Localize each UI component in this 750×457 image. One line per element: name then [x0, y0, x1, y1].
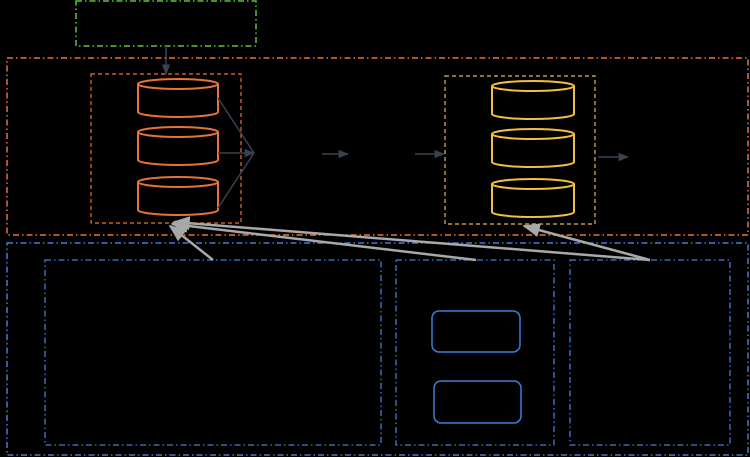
- database-icon-b1: [491, 80, 575, 120]
- db-cluster-b: [444, 75, 596, 225]
- database-icon-a1: [137, 78, 219, 118]
- feedback-arrow-left: [168, 224, 214, 261]
- feedback-arrow-middle: [170, 218, 477, 262]
- lower-panel-middle: [395, 259, 555, 446]
- merge-lines: [217, 97, 256, 209]
- feedback-arrow-right-b: [522, 223, 651, 262]
- pipeline-region: [6, 57, 749, 236]
- database-icon-b2: [491, 128, 575, 168]
- db-cluster-a: [90, 73, 242, 224]
- database-icon-a2: [137, 126, 219, 166]
- lower-region: [6, 242, 749, 456]
- database-icon-a3: [137, 176, 219, 216]
- database-icon-b3: [491, 178, 575, 218]
- rounded-box-top: [431, 310, 521, 353]
- lower-panel-right: [569, 259, 731, 446]
- lower-panel-left: [44, 259, 382, 446]
- rounded-box-bottom: [433, 380, 522, 424]
- feedback-arrow-right: [172, 216, 651, 262]
- input-box: [75, 0, 257, 47]
- feedback-arrows: [168, 216, 651, 262]
